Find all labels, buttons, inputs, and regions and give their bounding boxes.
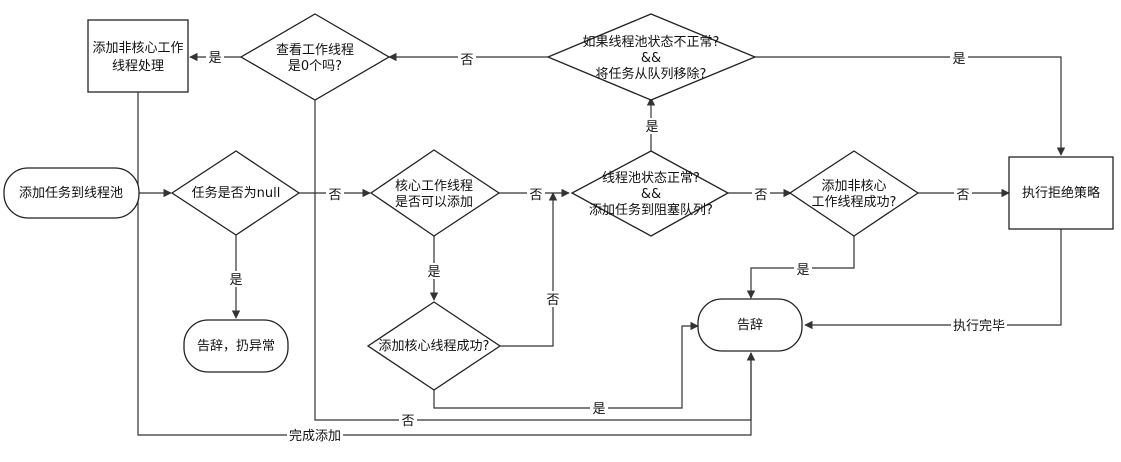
add-noncore-text-2: 线程处理: [112, 59, 164, 74]
reject-text: 执行拒绝策略: [1022, 185, 1100, 201]
label-pool-yes: 是: [645, 120, 658, 135]
noncore-success-decision: [788, 150, 920, 237]
label-core-yes: 是: [427, 265, 440, 280]
add-noncore-box: [87, 19, 189, 93]
null-check-decision: [170, 150, 301, 236]
edge-noncore-box-to-farewell: [137, 92, 756, 436]
pool-running-text-3: 添加任务到阻塞队列?: [589, 202, 713, 218]
label-null-yes: 是: [229, 273, 242, 288]
label-pool-no: 否: [754, 188, 767, 203]
edge-zero-check-no-to-farewell: [314, 100, 756, 421]
pool-abnormal-text-1: 如果线程池状态不正常?: [583, 34, 720, 50]
edge-labels: 是 否 是 是 否 否 否 否 是 是 是 否 执行完毕 是 否 完成添加: [206, 49, 1007, 444]
edges: [137, 52, 1066, 436]
noncore-success-text-1: 添加非核心: [821, 179, 886, 194]
edge-abnormal-check-to-reject: [755, 56, 1066, 156]
label-abnormal-yes: 是: [952, 52, 965, 67]
label-zero-no: 否: [401, 414, 414, 429]
label-null-no: 否: [328, 188, 341, 203]
zero-check-text-1: 查看工作线程: [276, 42, 354, 58]
label-done-add: 完成添加: [289, 429, 341, 444]
throw-text: 告辞，扔异常: [197, 339, 275, 354]
edge-core-success-yes-to-farewell: [433, 321, 699, 409]
farewell-terminal: [697, 298, 803, 352]
nodes: 添加任务到线程池 任务是否为null 告辞，扔异常 核心工作线程 是否可以添加 …: [3, 13, 1114, 391]
label-core-success-yes: 是: [592, 402, 605, 417]
label-core-no: 否: [529, 188, 542, 203]
start-node: [3, 167, 140, 219]
pool-abnormal-text-2: &&: [641, 51, 661, 66]
reject-box: [1008, 156, 1114, 230]
pool-abnormal-text-3: 将任务从队列移除?: [596, 66, 707, 82]
core-add-text-1: 核心工作线程: [395, 179, 473, 194]
add-noncore-text-1: 添加非核心工作: [92, 41, 183, 56]
zero-check-decision: [239, 13, 391, 101]
label-core-success-no: 否: [546, 293, 559, 308]
pool-abnormal-decision: [546, 13, 757, 101]
core-success-decision: [366, 301, 502, 391]
label-abnormal-no: 否: [460, 53, 473, 68]
label-noncore-yes: 是: [796, 263, 809, 278]
zero-check-text-2: 是0个吗?: [288, 59, 342, 74]
label-noncore-no: 否: [956, 188, 969, 203]
label-done-exec: 执行完毕: [953, 319, 1005, 334]
core-add-text-2: 是否可以添加: [395, 195, 473, 210]
noncore-success-text-2: 工作线程成功?: [812, 195, 897, 210]
start-text: 添加任务到线程池: [19, 185, 123, 201]
core-success-text: 添加核心线程成功?: [379, 339, 490, 354]
pool-running-decision: [570, 150, 730, 237]
null-check-text: 任务是否为null: [192, 185, 281, 201]
pool-running-text-2: &&: [641, 187, 661, 202]
edge-reject-to-farewell: [804, 229, 1062, 330]
throw-terminal: [183, 319, 289, 373]
farewell-text: 告辞: [737, 318, 763, 333]
edge-core-success-no-to-pool-check: [500, 192, 558, 347]
label-zero-yes: 是: [208, 51, 221, 66]
core-add-decision: [369, 149, 501, 237]
pool-running-text-1: 线程池状态正常?: [602, 171, 700, 186]
